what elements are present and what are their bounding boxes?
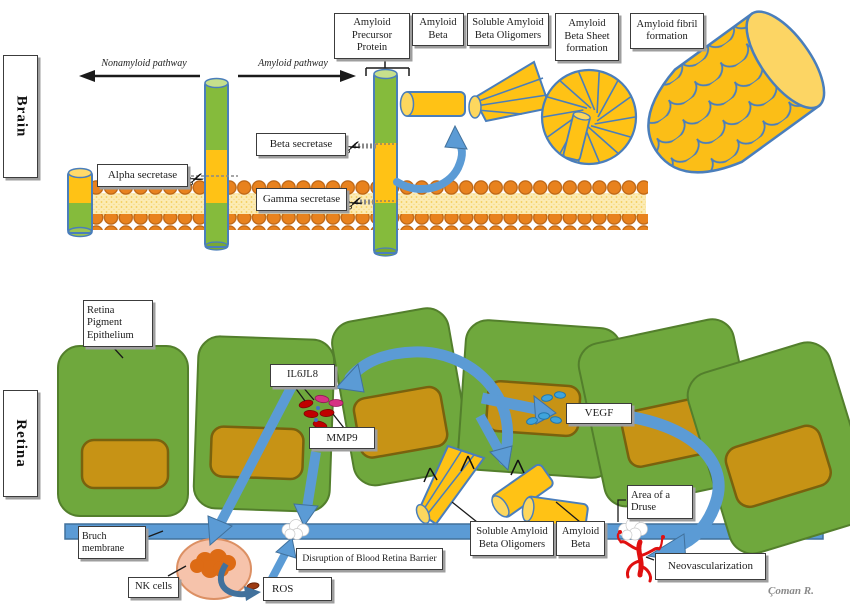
amyloid-precursor-protein [373,68,398,257]
barrier-break-cloud-1 [281,519,310,540]
cleavage-marks [423,455,525,483]
label-connector-lines [111,345,655,577]
release-arrow [393,124,468,194]
amyloid-beta-label: Amyloid Beta [412,13,464,46]
mmp9-label: MMP9 [309,427,375,449]
ros-label: ROS [263,577,332,601]
cleaved-protein-fragment [67,167,93,238]
soluble-oligomer-cone [468,60,552,123]
neovascularization-label: Neovascularization [655,553,766,580]
retina-oligomers-label: Soluble Amyloid Beta Oligomers [470,521,554,556]
pathway-arrows [79,58,410,82]
vegf-dots [526,391,566,425]
retina-amyloid-beta-label: Amyloid Beta [556,521,605,556]
brain-section-label: Brain [3,55,38,178]
brain-cell-membrane [86,180,648,230]
cytokines-label: IL6JL8 [270,364,335,387]
beta-sheet-label: Amyloid Beta Sheet formation [555,13,619,61]
gamma-secretase-label: Gamma secretase [256,188,347,211]
disruption-label: Disruption of Blood Retina Barrier [296,548,443,570]
barrier-break-cloud-2 [618,517,648,541]
retina-section-label: Retina [3,390,38,497]
nk-cell [176,538,252,600]
ros-molecule [246,582,260,590]
rpe-cell-1 [57,345,189,517]
beta-sheet-pinwheel [540,68,638,166]
fibril-label: Amyloid fibril formation [630,13,704,49]
membrane-protein [204,77,229,251]
bruch-membrane-label: Bruch membrane [78,526,146,559]
beta-secretase-label: Beta secretase [256,133,346,156]
retina-amyloid-cylinder-1 [491,463,554,518]
rpe-label: Retina Pigment Epithelium [83,300,153,347]
alpha-secretase-label: Alpha secretase [97,164,188,187]
soluble-oligomers-label: Soluble Amyloid Beta Oligomers [467,13,549,46]
amyloid-pathway-label: Amyloid pathway [258,58,328,69]
amyloid-fibril [647,10,826,174]
neovascularization-vessel [616,530,665,583]
rpe-cell-6 [686,341,850,555]
retina-oligomer-cone [415,444,486,526]
author-credit: Çoman R. [768,585,814,597]
vegf-label: VEGF [566,403,632,424]
cleavage-site-lines [186,143,398,205]
druse-label: Area of a Druse [627,485,693,519]
nonamyloid-pathway-label: Nonamyloid pathway [101,58,187,69]
amyloid-beta-monomer [399,91,466,117]
nk-cells-label: NK cells [128,577,179,598]
app-label: Amyloid Precursor Protein [334,13,410,59]
